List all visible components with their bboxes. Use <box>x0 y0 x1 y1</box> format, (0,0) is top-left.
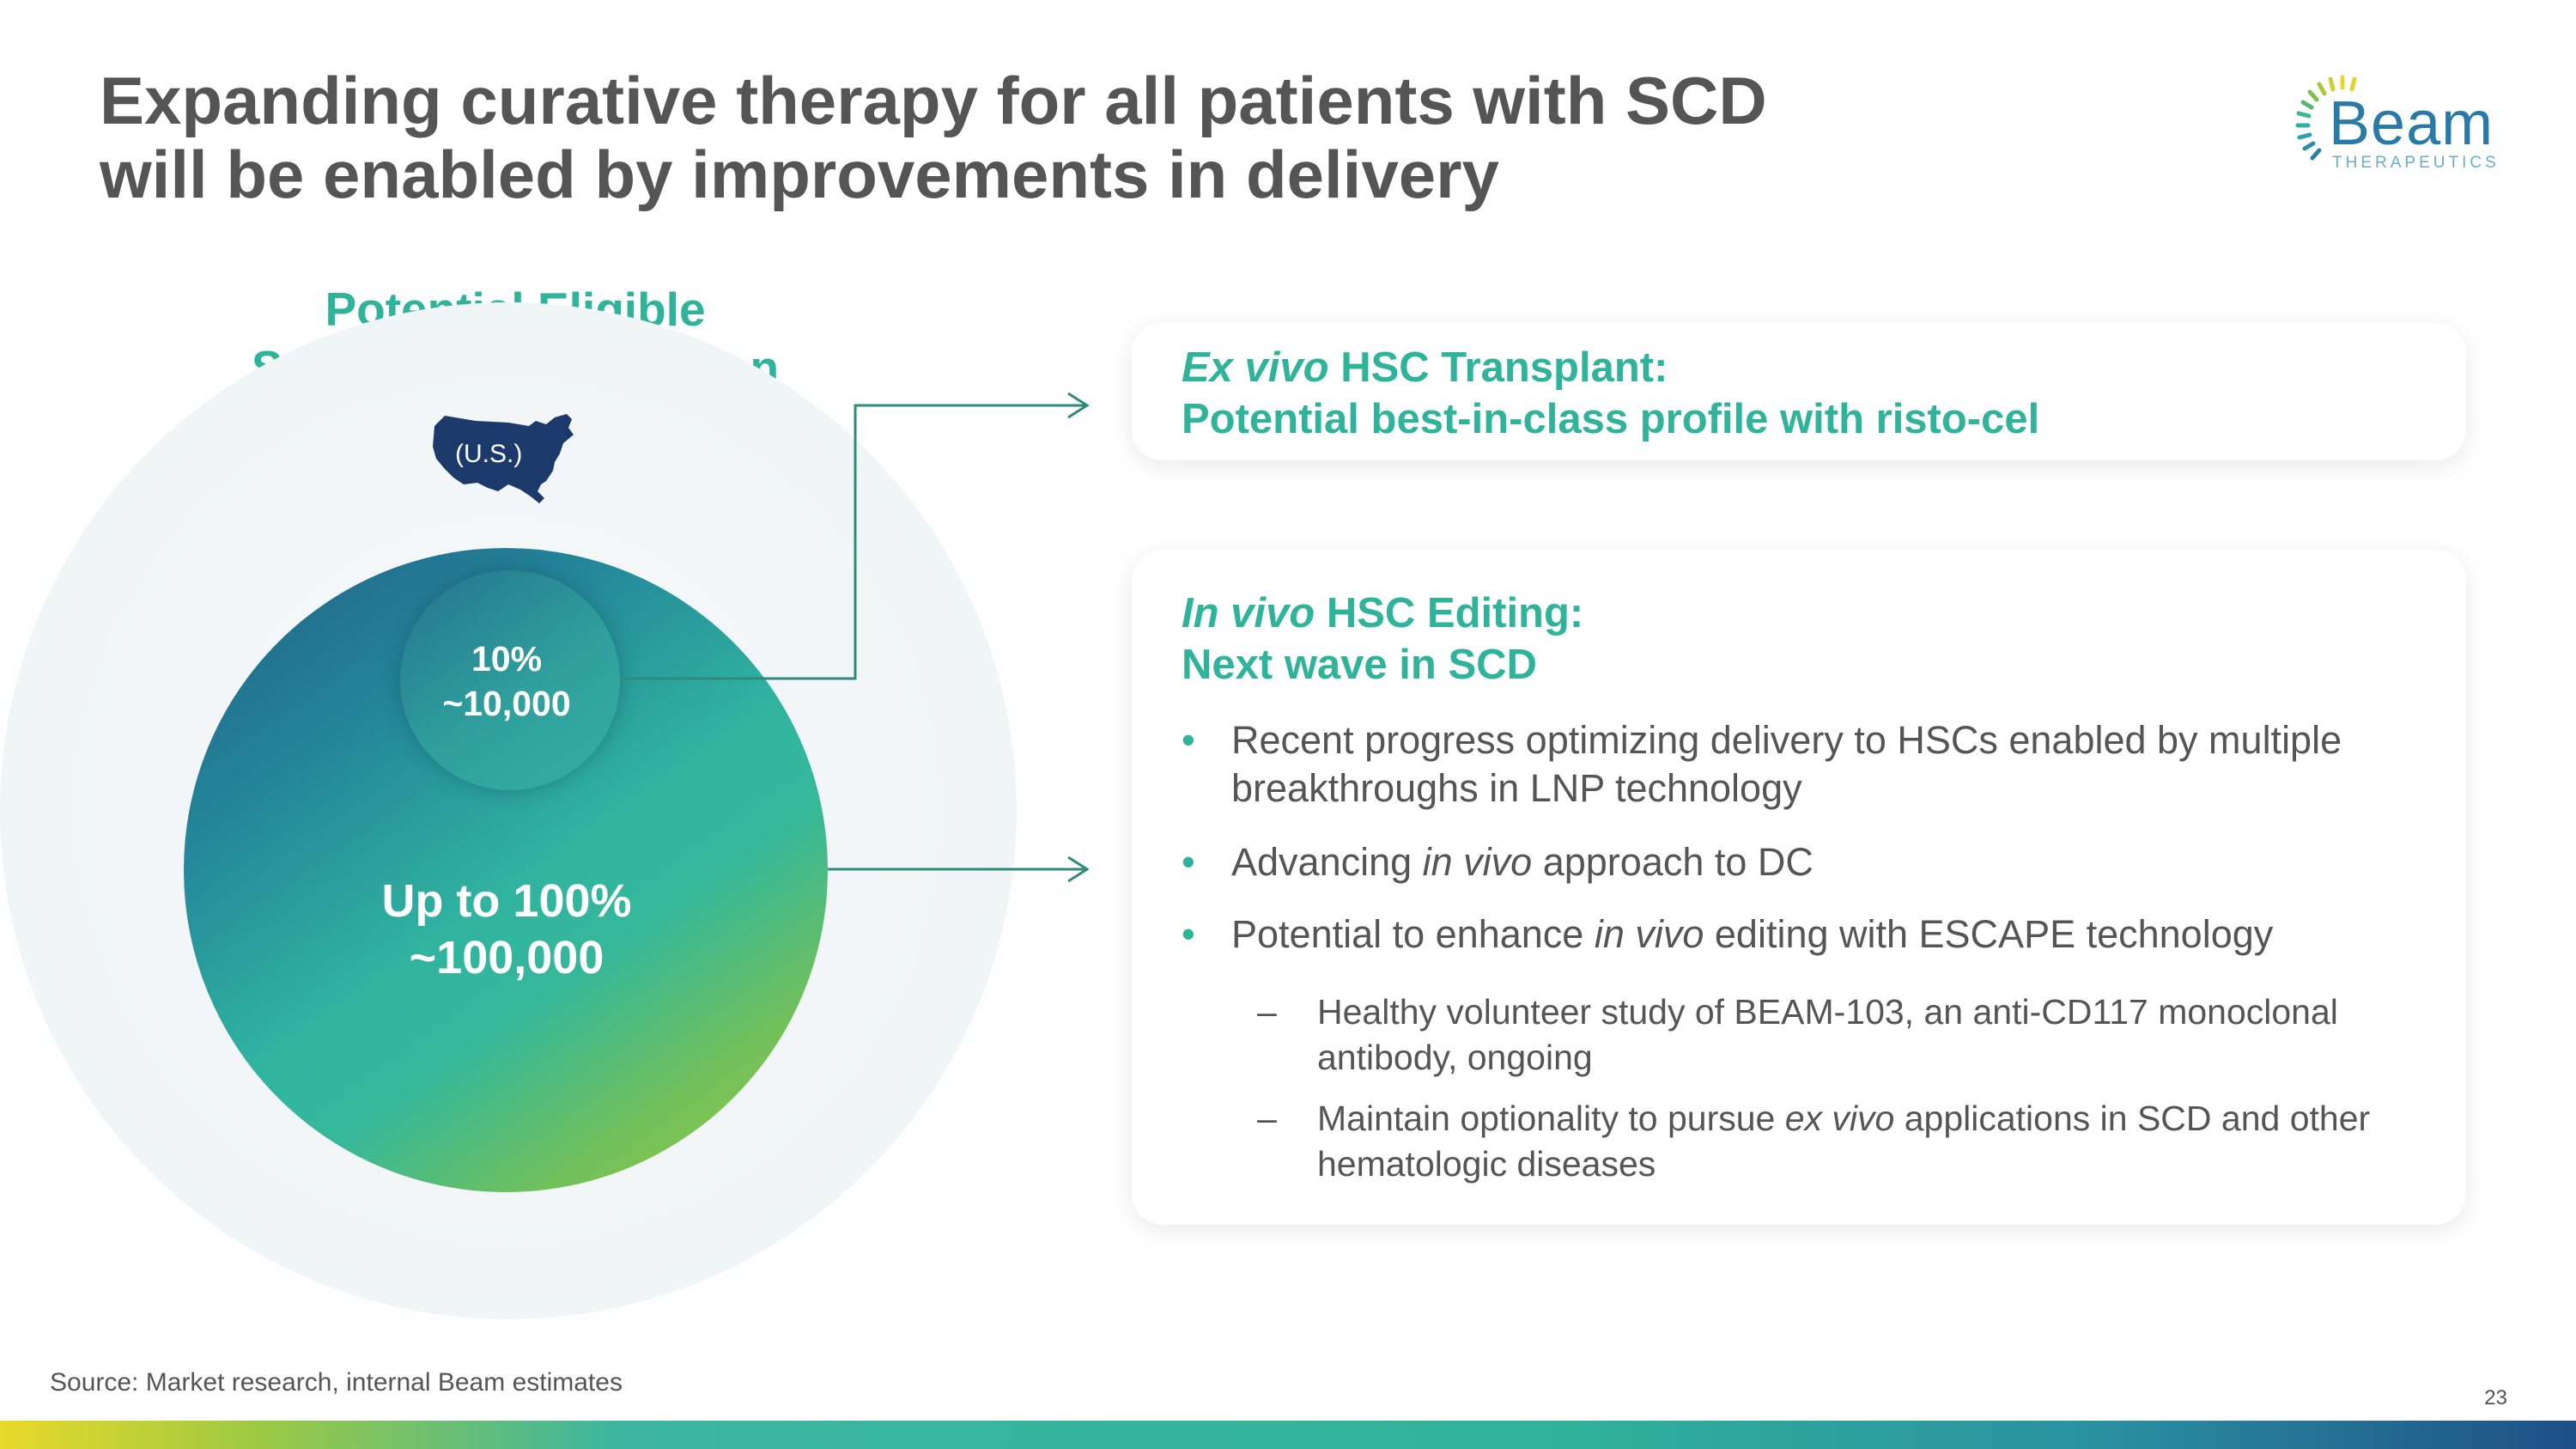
subset-count: ~10,000 <box>442 684 571 723</box>
sub-bullet-text: Maintain optionality to pursue ex vivo a… <box>1317 1096 2451 1187</box>
beam-subtext: THERAPEUTICS <box>2332 154 2500 172</box>
total-percent: Up to 100% <box>381 875 632 927</box>
dash-icon: – <box>1257 992 1277 1032</box>
sub-bullet-item: – Maintain optionality to pursue ex vivo… <box>1257 1096 2459 1187</box>
in-vivo-italic: In vivo <box>1182 590 1315 636</box>
bullet-text-italic: in vivo <box>1594 912 1704 956</box>
bullet-text: Potential to enhance in vivo editing wit… <box>1231 910 2433 959</box>
subset-arrowhead <box>1067 392 1090 419</box>
bullet-item: • Potential to enhance in vivo editing w… <box>1182 910 2435 959</box>
sub-bullet-item: – Healthy volunteer study of BEAM-103, a… <box>1257 989 2459 1081</box>
subset-population-circle <box>400 570 620 790</box>
total-count: ~100,000 <box>409 932 605 983</box>
source-note: Source: Market research, internal Beam e… <box>50 1368 623 1397</box>
in-vivo-card: In vivo HSC Editing: Next wave in SCD • … <box>1132 550 2466 1225</box>
in-vivo-subheading: Next wave in SCD <box>1182 642 1537 688</box>
subset-percent: 10% <box>471 639 543 679</box>
beam-wordmark: Beam <box>2329 89 2494 158</box>
ex-vivo-heading-rest: HSC Transplant: <box>1328 344 1668 391</box>
bullet-dot-icon: • <box>1182 840 1195 884</box>
bullet-text: Recent progress optimizing delivery to H… <box>1231 718 2342 810</box>
sub-bullet-text-pre: Maintain optionality to pursue <box>1317 1099 1785 1138</box>
bullet-dot-icon: • <box>1182 912 1195 956</box>
us-map-icon <box>433 414 574 503</box>
slide-title-line-2: will be enabled by improvements in deliv… <box>100 137 1499 212</box>
footer-gradient-bar <box>0 1421 2576 1449</box>
subset-connector-arrow <box>620 404 1085 680</box>
ex-vivo-heading-line-1: Ex vivo HSC Transplant: <box>1182 342 2039 393</box>
bullet-item: • Recent progress optimizing delivery to… <box>1182 716 2435 813</box>
bullet-text-pre: Advancing <box>1231 840 1423 884</box>
bullet-item: • Advancing in vivo approach to DC <box>1182 838 2435 886</box>
sub-bullet-text-post: applications in SCD and other hematologi… <box>1317 1099 2371 1184</box>
page-number: 23 <box>2484 1386 2507 1409</box>
in-vivo-heading-line-1: In vivo HSC Editing: <box>1182 588 1583 639</box>
bullet-text-pre: Potential to enhance <box>1231 912 1595 956</box>
total-arrowhead <box>1067 855 1090 883</box>
bullet-text-italic: in vivo <box>1422 840 1533 884</box>
sub-bullet-text-italic: ex vivo <box>1784 1099 1895 1138</box>
ex-vivo-heading: Ex vivo HSC Transplant: Potential best-i… <box>1182 342 2039 445</box>
bullet-text-post: editing with ESCAPE technology <box>1704 912 2274 956</box>
ex-vivo-italic: Ex vivo <box>1182 344 1329 391</box>
dash-icon: – <box>1257 1099 1277 1138</box>
bullet-dot-icon: • <box>1182 718 1195 762</box>
in-vivo-heading-rest: HSC Editing: <box>1315 590 1584 636</box>
beam-sunburst-icon <box>2295 75 2357 161</box>
ex-vivo-card: Ex vivo HSC Transplant: Potential best-i… <box>1132 323 2466 460</box>
slide-title: Expanding curative therapy for all patie… <box>100 64 1903 211</box>
sub-bullet-text: Healthy volunteer study of BEAM-103, an … <box>1317 992 2338 1077</box>
bullet-text-post: approach to DC <box>1532 840 1814 884</box>
in-vivo-heading: In vivo HSC Editing: Next wave in SCD <box>1182 588 1583 691</box>
bullet-text: Advancing in vivo approach to DC <box>1231 838 2433 886</box>
slide-title-line-1: Expanding curative therapy for all patie… <box>100 63 1767 138</box>
us-map-label: (U.S.) <box>455 440 523 468</box>
beam-logo: Beam THERAPEUTICS <box>2291 69 2497 180</box>
ex-vivo-subheading: Potential best-in-class profile with ris… <box>1182 396 2040 442</box>
